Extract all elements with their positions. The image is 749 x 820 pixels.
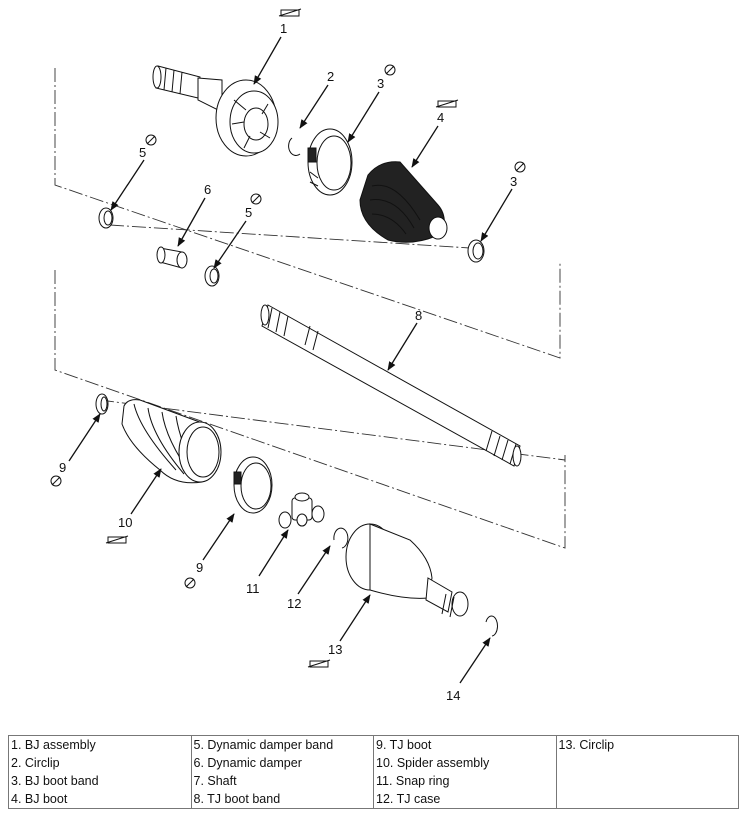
spider-assembly — [278, 492, 325, 529]
legend-item: 12. TJ case — [376, 792, 441, 806]
grease-icon — [278, 8, 302, 17]
callout-5b: 5 — [245, 205, 252, 220]
legend-column-1: 1. BJ assembly 2. Circlip 3. BJ boot ban… — [8, 735, 192, 809]
grease-icon — [105, 535, 129, 544]
legend-item: 5. Dynamic damper band — [193, 738, 334, 752]
legend-item: 8. TJ boot band — [193, 792, 281, 806]
upper-frame — [54, 68, 561, 359]
do-not-reuse-icon — [184, 577, 196, 589]
legend-item: 6. Dynamic damper — [193, 756, 302, 770]
bj-boot-band-right — [467, 239, 485, 263]
tj-case — [345, 523, 469, 618]
bj-boot — [359, 161, 448, 243]
parts-legend-table: 1. BJ assembly 2. Circlip 3. BJ boot ban… — [8, 735, 739, 809]
callout-5: 5 — [139, 145, 146, 160]
legend-item: 13. Circlip — [558, 738, 615, 752]
bj-boot-band-upper — [307, 128, 353, 196]
do-not-reuse-icon — [50, 475, 62, 487]
legend-item: 9. TJ boot — [376, 738, 432, 752]
callout-3: 3 — [377, 76, 384, 91]
bj-assembly — [152, 65, 279, 157]
callout-10: 10 — [118, 515, 132, 530]
callout-14: 14 — [446, 688, 460, 703]
legend-item: 7. Shaft — [193, 774, 237, 788]
legend-item: 2. Circlip — [11, 756, 60, 770]
shaft — [260, 304, 522, 467]
lower-centerline — [99, 399, 566, 461]
tj-boot-band-large — [233, 456, 273, 514]
do-not-reuse-icon — [145, 134, 157, 146]
do-not-reuse-icon — [384, 64, 396, 76]
dynamic-damper — [156, 246, 188, 269]
upper-centerline — [109, 224, 471, 249]
dynamic-damper-band-left — [98, 207, 114, 229]
exploded-view-diagram: 1 2 3 4 5 6 5 3 8 9 10 9 11 12 13 14 — [50, 8, 566, 703]
legend-item: 1. BJ assembly — [11, 738, 96, 752]
callout-8: 8 — [415, 308, 422, 323]
grease-icon — [307, 659, 331, 668]
tj-boot — [121, 399, 222, 484]
legend-item: 10. Spider assembly — [376, 756, 490, 770]
callout-4: 4 — [437, 110, 444, 125]
callout-2: 2 — [327, 69, 334, 84]
callout-11: 11 — [246, 581, 260, 596]
lower-frame — [54, 270, 566, 549]
legend-column-3: 9. TJ boot 10. Spider assembly 11. Snap … — [373, 735, 557, 809]
dynamic-damper-band-right — [204, 265, 220, 287]
callout-9: 9 — [59, 460, 66, 475]
do-not-reuse-icon — [250, 193, 262, 205]
callout-13: 13 — [328, 642, 342, 657]
legend-column-4: 13. Circlip — [555, 735, 739, 809]
callout-12: 12 — [287, 596, 301, 611]
callout-3b: 3 — [510, 174, 517, 189]
legend-column-2: 5. Dynamic damper band 6. Dynamic damper… — [190, 735, 374, 809]
grease-icon — [435, 99, 459, 108]
snap-ring — [333, 527, 349, 549]
circlip-tj — [485, 615, 498, 637]
callout-6: 6 — [204, 182, 211, 197]
legend-item: 4. BJ boot — [11, 792, 68, 806]
do-not-reuse-icon — [514, 161, 526, 173]
callout-1: 1 — [280, 21, 287, 36]
legend-item: 3. BJ boot band — [11, 774, 99, 788]
leader-arrows — [68, 36, 513, 684]
circlip — [288, 137, 301, 156]
tj-boot-band-small — [95, 393, 109, 415]
legend-item: 11. Snap ring — [376, 774, 450, 788]
callout-9b: 9 — [196, 560, 203, 575]
